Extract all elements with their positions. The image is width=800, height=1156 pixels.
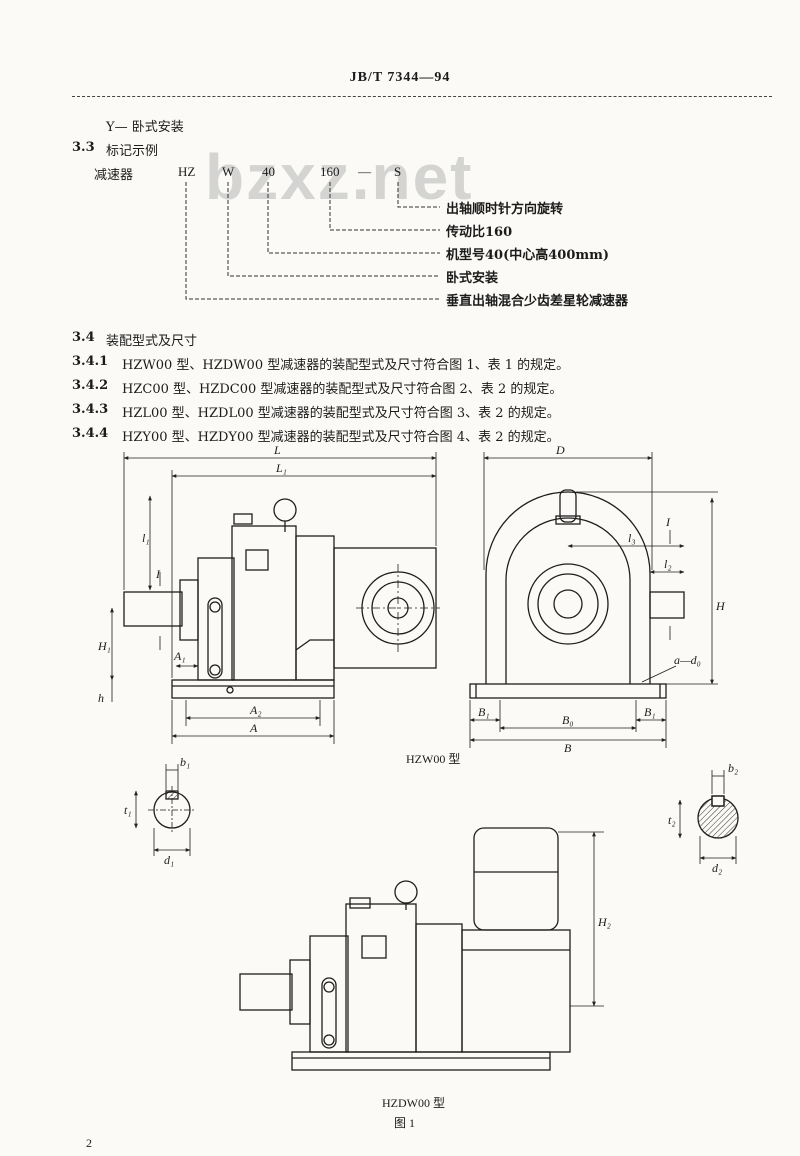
section-mark-left: I	[155, 567, 161, 581]
dim-A1: A₁	[173, 649, 186, 663]
dim-l1: l₁	[142, 531, 150, 545]
hzw-side-view	[469, 452, 718, 748]
dim-L1: L₁	[275, 461, 287, 475]
intro-line: Y— 卧式安装	[106, 120, 184, 135]
marking-leader-lines	[185, 182, 440, 300]
page-header: JB/T 7344—94	[349, 70, 451, 85]
section-3-4-number: 3.4	[72, 330, 95, 345]
clause-3-4-3-text: HZL00 型、HZDL00 型减速器的装配型式及尺寸符合图 3、表 2 的规定…	[122, 406, 560, 421]
caption-hzw00: HZW00 型	[406, 752, 461, 766]
marking-code-ratio: 160	[320, 164, 340, 179]
clause-3-4-4-text: HZY00 型、HZDY00 型减速器的装配型式及尺寸符合图 4、表 2 的规定…	[122, 430, 560, 445]
shaft-section-left	[134, 764, 196, 856]
marking-code-series: HZ	[178, 164, 196, 179]
header-rule	[72, 96, 772, 97]
dim-d2: d₂	[712, 861, 722, 875]
figure-label: 图 1	[394, 1116, 416, 1130]
section-3-3-title: 标记示例	[106, 144, 159, 159]
clause-3-4-2-number: 3.4.2	[72, 378, 109, 393]
marking-explanation-model: 机型号40(中心高400mm)	[446, 248, 610, 263]
caption-hzdw00: HZDW00 型	[382, 1096, 445, 1110]
marking-explanation-rotation: 出轴顺时针方向旋转	[446, 202, 564, 217]
dim-b2: b₂	[728, 761, 738, 775]
dim-t1: t₁	[124, 803, 132, 817]
marking-code-dash: —	[358, 164, 371, 179]
dim-a-d0: a—d₀	[674, 653, 701, 667]
dim-l2: l₂	[664, 557, 672, 571]
hzw-front-view	[110, 452, 440, 744]
dim-B0: B₀	[562, 713, 574, 727]
marking-explanation-type: 垂直出轴混合少齿差星轮减速器	[446, 294, 629, 309]
marking-label: 减速器	[94, 168, 134, 183]
clause-3-4-1-number: 3.4.1	[72, 354, 109, 369]
clause-3-4-2-text: HZC00 型、HZDC00 型减速器的装配型式及尺寸符合图 2、表 2 的规定…	[122, 382, 563, 397]
dim-H1: H₁	[97, 639, 111, 653]
dim-B: B	[564, 741, 572, 755]
dim-A: A	[249, 721, 258, 735]
dim-B1-left: B₁	[478, 705, 490, 719]
dim-t2: t₂	[668, 813, 676, 827]
section-3-4-title: 装配型式及尺寸	[106, 334, 198, 349]
hzdw-front-view	[239, 827, 604, 1071]
dim-l3: l₃	[628, 531, 636, 545]
dim-A2: A₂	[249, 703, 262, 717]
section-3-3-number: 3.3	[72, 140, 95, 155]
page-number: 2	[86, 1136, 92, 1150]
dim-b1: b₁	[180, 755, 190, 769]
clause-3-4-3-number: 3.4.3	[72, 402, 109, 417]
dim-L: L	[273, 443, 281, 457]
clause-3-4-4-number: 3.4.4	[72, 426, 109, 441]
dim-H2: H₂	[597, 915, 611, 929]
marking-code-model: 40	[262, 164, 275, 179]
shaft-section-right	[678, 770, 739, 864]
dim-h: h	[98, 691, 104, 705]
dim-H: H	[715, 599, 726, 613]
marking-code-mounting: W	[222, 164, 235, 179]
dim-d1: d₁	[164, 853, 174, 867]
marking-explanation-mounting: 卧式安装	[446, 271, 499, 286]
marking-explanation-ratio: 传动比160	[446, 225, 513, 240]
watermark: bzxz.net	[205, 141, 474, 213]
clause-3-4-1-text: HZW00 型、HZDW00 型减速器的装配型式及尺寸符合图 1、表 1 的规定…	[122, 358, 570, 373]
dim-B1-right: B₁	[644, 705, 656, 719]
dim-D: D	[555, 443, 565, 457]
marking-code-rotation: S	[394, 164, 402, 179]
figure-1-drawing: L L₁ l₁ H₁ h A₁ A₂ A D H l₃ l₂ a—d₀ B₁ B…	[97, 443, 739, 1071]
section-mark-right: I	[665, 515, 671, 529]
